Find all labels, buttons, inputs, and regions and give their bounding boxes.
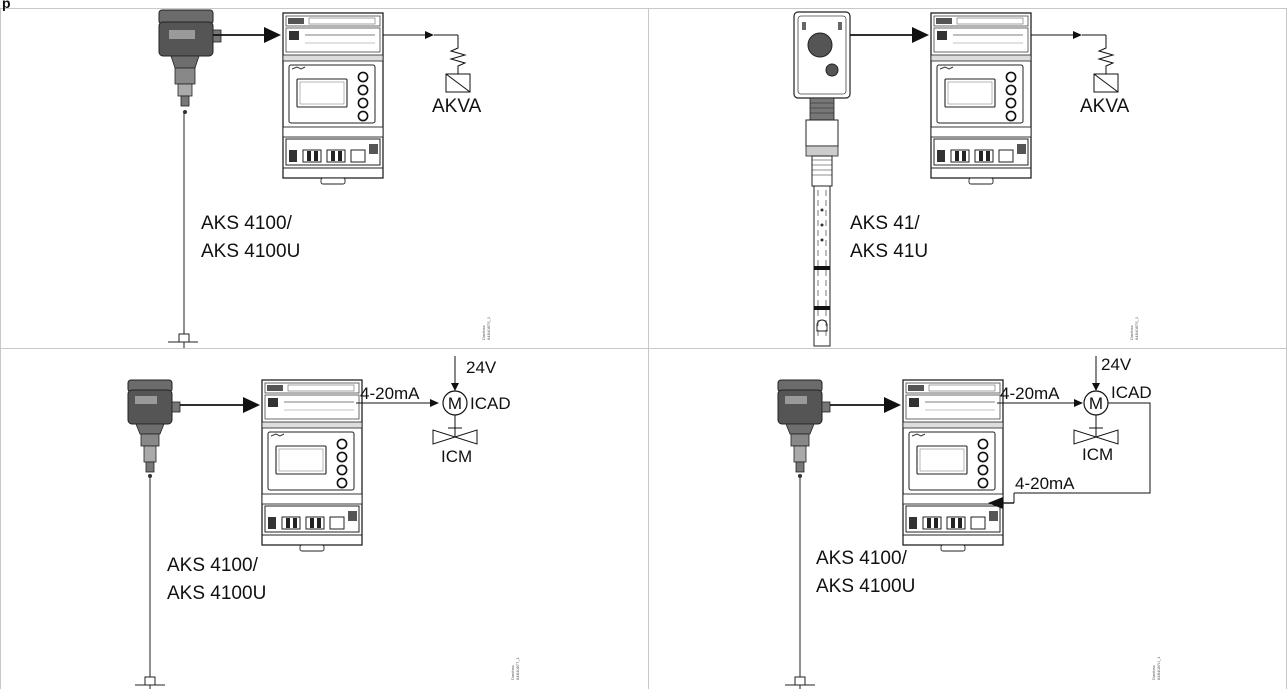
icm-valve-icon bbox=[432, 415, 478, 445]
actuator-label: ICAD bbox=[470, 394, 511, 413]
signal-label: 4-20mA bbox=[360, 384, 420, 403]
sensor-label-line2: AKS 41U bbox=[850, 241, 928, 262]
motor-label: M bbox=[448, 394, 462, 413]
header-title-fragment: p bbox=[2, 0, 11, 11]
feedback-line bbox=[988, 402, 1151, 509]
signal-arrow bbox=[850, 27, 929, 43]
float-switch-aks41 bbox=[793, 11, 851, 347]
icm-valve-icon bbox=[1073, 415, 1119, 445]
analog-signal-line bbox=[356, 399, 439, 407]
panel-1: AKVA AKS 4100/ AKS 4100U Danfoss 84B4087… bbox=[158, 9, 491, 348]
controller-unit bbox=[282, 12, 384, 185]
actuator-label: ICAD bbox=[1111, 383, 1152, 402]
signal-arrow bbox=[830, 397, 901, 413]
doc-stamp-code: 84B4087U_1 bbox=[1156, 656, 1161, 680]
motor-label: M bbox=[1089, 394, 1103, 413]
doc-stamp-code: 84B4087S_1 bbox=[1134, 316, 1139, 340]
doc-stamp: Danfoss bbox=[481, 325, 486, 340]
valve-label-akva: AKVA bbox=[1080, 96, 1130, 117]
feedback-label: 4-20mA bbox=[1015, 474, 1075, 493]
panel-4: 4-20mA 24V M ICAD ICM 4-20mA AKS 4100/ A… bbox=[777, 355, 1161, 689]
analog-signal-line bbox=[997, 399, 1083, 407]
sensor-label-line2: AKS 4100U bbox=[167, 583, 266, 604]
doc-stamp: Danfoss bbox=[1151, 665, 1156, 680]
doc-stamp-code: 84B4087S_1 bbox=[486, 316, 491, 340]
valve-label-icm: ICM bbox=[441, 447, 472, 466]
supply-line bbox=[451, 356, 459, 391]
signal-label: 4-20mA bbox=[1000, 384, 1060, 403]
level-transmitter-aks4100 bbox=[158, 9, 222, 348]
sensor-label-line1: AKS 4100/ bbox=[201, 213, 293, 234]
output-arrow bbox=[383, 31, 458, 39]
valve-label-icm: ICM bbox=[1082, 445, 1113, 464]
doc-stamp-code: 84B4087T_1 bbox=[515, 656, 520, 680]
supply-label: 24V bbox=[1101, 355, 1132, 374]
controller-unit bbox=[261, 379, 363, 552]
controller-unit bbox=[902, 379, 1004, 552]
doc-stamp: Danfoss bbox=[1129, 325, 1134, 340]
sensor-label-line2: AKS 4100U bbox=[201, 241, 300, 262]
akva-valve-icon bbox=[1093, 35, 1119, 93]
supply-line bbox=[1092, 356, 1100, 391]
supply-label: 24V bbox=[466, 358, 497, 377]
sensor-label-line2: AKS 4100U bbox=[816, 576, 915, 597]
sensor-label-line1: AKS 4100/ bbox=[167, 555, 259, 576]
level-transmitter-aks4100 bbox=[127, 379, 181, 689]
output-arrow bbox=[1031, 31, 1106, 39]
signal-arrow bbox=[180, 397, 260, 413]
valve-label-akva: AKVA bbox=[432, 96, 482, 117]
doc-stamp: Danfoss bbox=[510, 665, 515, 680]
signal-arrow bbox=[213, 27, 281, 43]
sensor-label-line1: AKS 41/ bbox=[850, 213, 920, 234]
panel-2: AKVA AKS 41/ AKS 41U Danfoss 84B4087S_1 bbox=[793, 11, 1139, 347]
sensor-label-line1: AKS 4100/ bbox=[816, 548, 908, 569]
level-transmitter-aks4100 bbox=[777, 379, 831, 689]
controller-unit bbox=[930, 12, 1032, 185]
akva-valve-icon bbox=[445, 35, 471, 93]
panel-3: 4-20mA 24V M ICAD ICM AKS 4100/ AKS 4100… bbox=[127, 356, 520, 689]
